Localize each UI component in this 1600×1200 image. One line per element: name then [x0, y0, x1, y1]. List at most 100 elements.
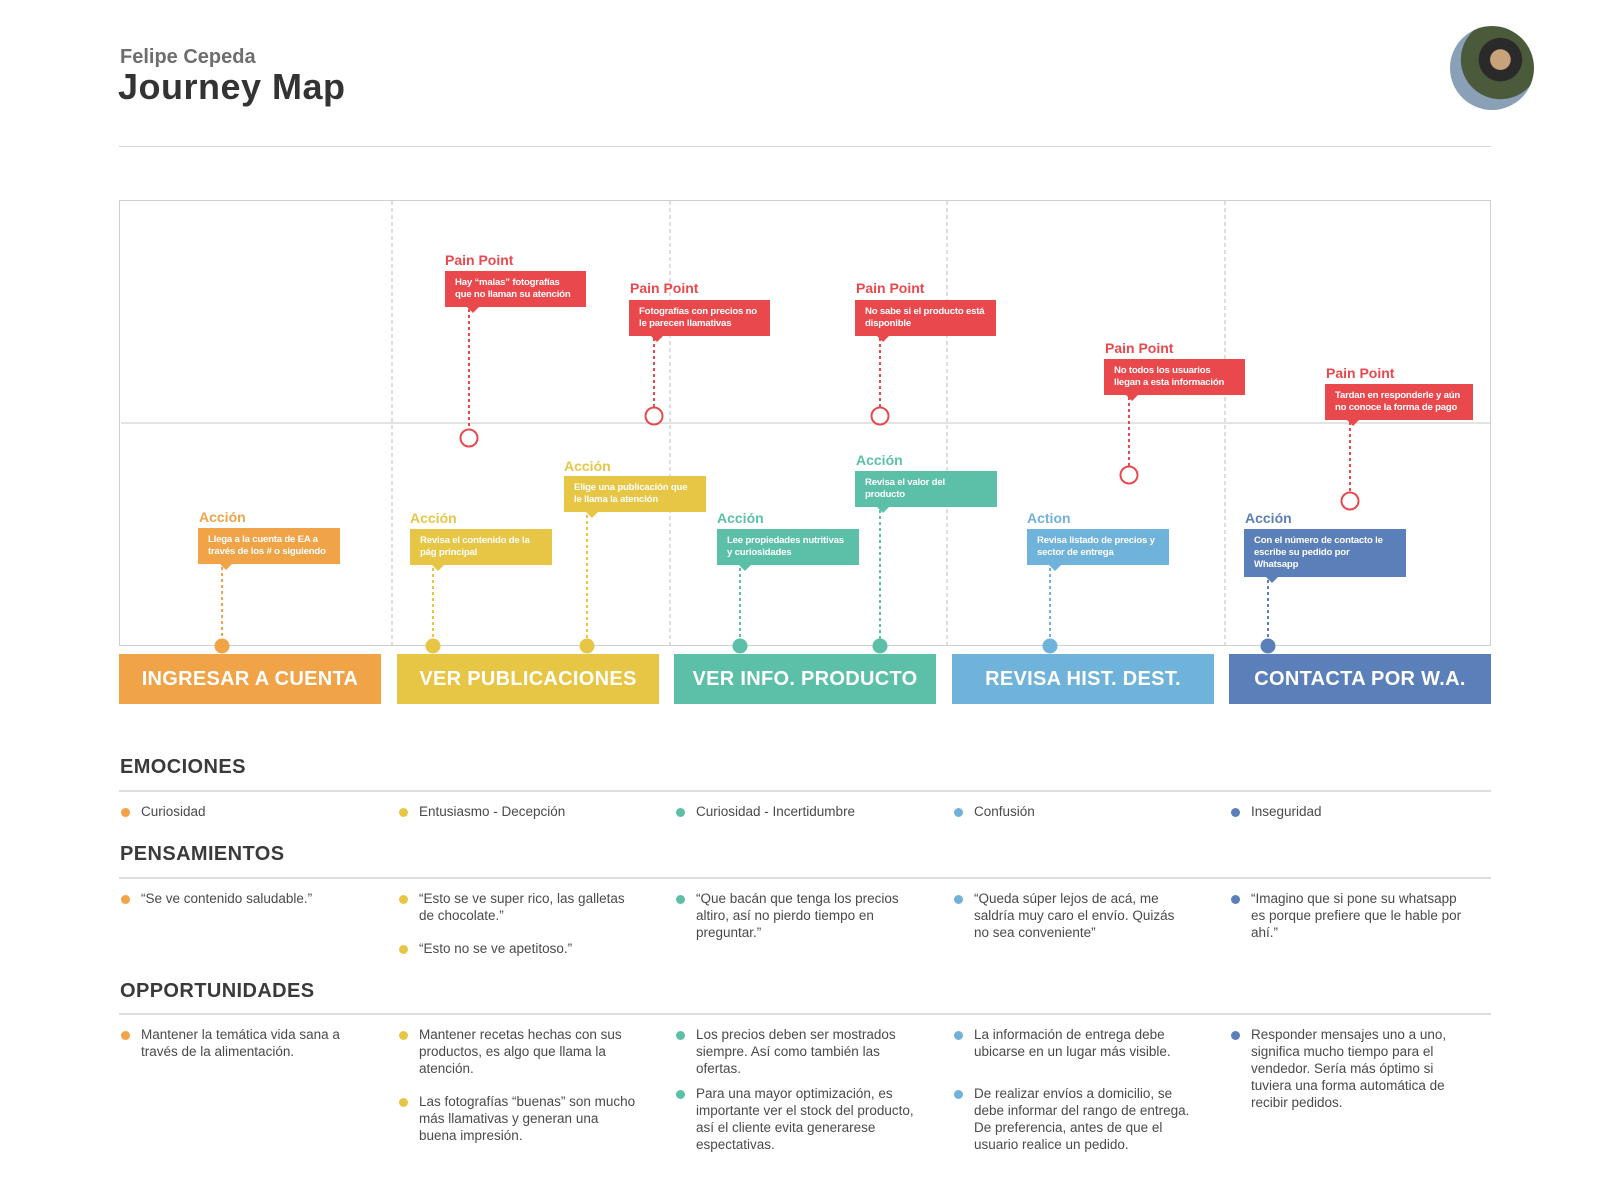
bullet-dot — [399, 945, 408, 954]
action-title: Acción — [717, 510, 764, 526]
action-card: Revisa listado de precios y sector de en… — [1027, 529, 1169, 571]
bullet-dot — [399, 1098, 408, 1107]
journey-chart — [121, 201, 1490, 654]
section-title-emociones: EMOCIONES — [120, 756, 246, 778]
section-title-oportunidades: OPPORTUNIDADES — [120, 980, 315, 1002]
bullet-dot — [676, 808, 685, 817]
stage-ver-publicaciones: VER PUBLICACIONES — [397, 654, 659, 704]
stage-revisa-hist-dest: REVISA HIST. DEST. — [952, 654, 1214, 704]
bullet-dot — [399, 808, 408, 817]
section-divider — [119, 790, 1491, 792]
bullet-dot — [1231, 895, 1240, 904]
emotion-item: Inseguridad — [1229, 803, 1469, 820]
journey-chart-frame — [119, 200, 1491, 646]
action-title: Acción — [1245, 510, 1292, 526]
bullet-dot — [676, 1031, 685, 1040]
bullet-dot — [676, 895, 685, 904]
thought-item: “Queda súper lejos de acá, me saldría mu… — [952, 890, 1192, 941]
emotion-text: Curiosidad — [141, 804, 206, 819]
emotion-text: Inseguridad — [1251, 804, 1322, 819]
emotion-item: Curiosidad - Incertidumbre — [674, 803, 914, 820]
thought-item: “Esto se ve super rico, las galletas de … — [397, 890, 637, 924]
header-divider — [119, 146, 1491, 147]
pain-point-title: Pain Point — [630, 280, 699, 296]
opportunity-text: De realizar envíos a domicilio, se debe … — [974, 1086, 1190, 1152]
opportunity-text: Mantener la temática vida sana a través … — [141, 1027, 340, 1059]
emotion-text: Curiosidad - Incertidumbre — [696, 804, 856, 819]
emotion-item: Entusiasmo - Decepción — [397, 803, 637, 820]
action-marker — [579, 638, 595, 654]
opportunity-item: De realizar envíos a domicilio, se debe … — [952, 1085, 1192, 1153]
action-card: Elige una publicación que le llama la at… — [564, 476, 706, 518]
action-card: Llega a la cuenta de EA a través de los … — [198, 528, 340, 570]
opportunity-item: Las fotografías “buenas” son mucho más l… — [397, 1093, 637, 1144]
thought-item: “Que bacán que tenga los precios altiro,… — [674, 890, 914, 941]
pain-point-card: Fotografías con precios no le parecen ll… — [629, 300, 770, 342]
stage-ver-info-producto: VER INFO. PRODUCTO — [674, 654, 936, 704]
opportunity-text: Las fotografías “buenas” son mucho más l… — [419, 1094, 636, 1143]
bullet-dot — [399, 1031, 408, 1040]
opportunity-item: Mantener recetas hechas con sus producto… — [397, 1026, 637, 1077]
thought-text: “Queda súper lejos de acá, me saldría mu… — [974, 891, 1175, 940]
pain-point-marker — [1340, 491, 1360, 511]
pain-point-card: No todos los usuarios llegan a esta info… — [1104, 359, 1245, 401]
bullet-dot — [954, 1090, 963, 1099]
opportunity-item: La información de entrega debe ubicarse … — [952, 1026, 1192, 1060]
section-divider — [119, 1013, 1491, 1015]
action-title: Action — [1027, 510, 1071, 526]
opportunity-text: La información de entrega debe ubicarse … — [974, 1027, 1171, 1059]
emotion-text: Entusiasmo - Decepción — [419, 804, 566, 819]
stage-ingresar-a-cuenta: INGRESAR A CUENTA — [119, 654, 381, 704]
thought-text: “Esto no se ve apetitoso.” — [419, 941, 573, 956]
pain-point-title: Pain Point — [1105, 340, 1174, 356]
opportunity-item: Mantener la temática vida sana a través … — [119, 1026, 359, 1060]
pain-point-marker — [1119, 465, 1139, 485]
action-marker — [1042, 638, 1058, 654]
action-marker — [214, 638, 230, 654]
action-title: Acción — [199, 509, 246, 525]
section-title-pensamientos: PENSAMIENTOS — [120, 843, 285, 865]
avatar — [1450, 26, 1534, 110]
bullet-dot — [1231, 808, 1240, 817]
opportunity-text: Responder mensajes uno a uno, significa … — [1251, 1027, 1447, 1110]
pain-point-title: Pain Point — [856, 280, 925, 296]
bullet-dot — [121, 808, 130, 817]
pain-point-marker — [644, 406, 664, 426]
opportunity-item: Para una mayor optimización, es importan… — [674, 1085, 914, 1153]
opportunity-item: Responder mensajes uno a uno, significa … — [1229, 1026, 1469, 1111]
bullet-dot — [954, 1031, 963, 1040]
pain-point-marker — [459, 428, 479, 448]
pain-point-title: Pain Point — [1326, 365, 1395, 381]
bullet-dot — [954, 808, 963, 817]
pain-point-marker — [870, 406, 890, 426]
opportunity-item: Los precios deben ser mostrados siempre.… — [674, 1026, 914, 1077]
pain-point-title: Pain Point — [445, 252, 514, 268]
pain-point-card: Hay “malas” fotografías que no llaman su… — [445, 271, 586, 313]
thought-text: “Imagino que si pone su whatsapp es porq… — [1251, 891, 1462, 940]
bullet-dot — [121, 895, 130, 904]
author-name: Felipe Cepeda — [120, 46, 256, 68]
section-divider — [119, 877, 1491, 879]
bullet-dot — [399, 895, 408, 904]
stage-contacta-por-wa: CONTACTA POR W.A. — [1229, 654, 1491, 704]
bullet-dot — [1231, 1031, 1240, 1040]
action-title: Acción — [564, 458, 611, 474]
action-card: Con el número de contacto le escribe su … — [1244, 529, 1406, 583]
pain-point-card: No sabe si el producto está disponible — [855, 300, 996, 342]
action-title: Acción — [410, 510, 457, 526]
action-card: Revisa el contenido de la pág principal — [410, 529, 552, 571]
thought-item: “Esto no se ve apetitoso.” — [397, 940, 637, 957]
action-title: Acción — [856, 452, 903, 468]
page-title: Journey Map — [118, 66, 346, 107]
bullet-dot — [954, 895, 963, 904]
thought-text: “Se ve contenido saludable.” — [141, 891, 313, 906]
thought-item: “Imagino que si pone su whatsapp es porq… — [1229, 890, 1469, 941]
action-marker — [425, 638, 441, 654]
opportunity-text: Para una mayor optimización, es importan… — [696, 1086, 914, 1152]
emotion-text: Confusión — [974, 804, 1035, 819]
opportunity-text: Mantener recetas hechas con sus producto… — [419, 1027, 622, 1076]
action-marker — [732, 638, 748, 654]
emotion-item: Confusión — [952, 803, 1192, 820]
bullet-dot — [676, 1090, 685, 1099]
opportunity-text: Los precios deben ser mostrados siempre.… — [696, 1027, 896, 1076]
